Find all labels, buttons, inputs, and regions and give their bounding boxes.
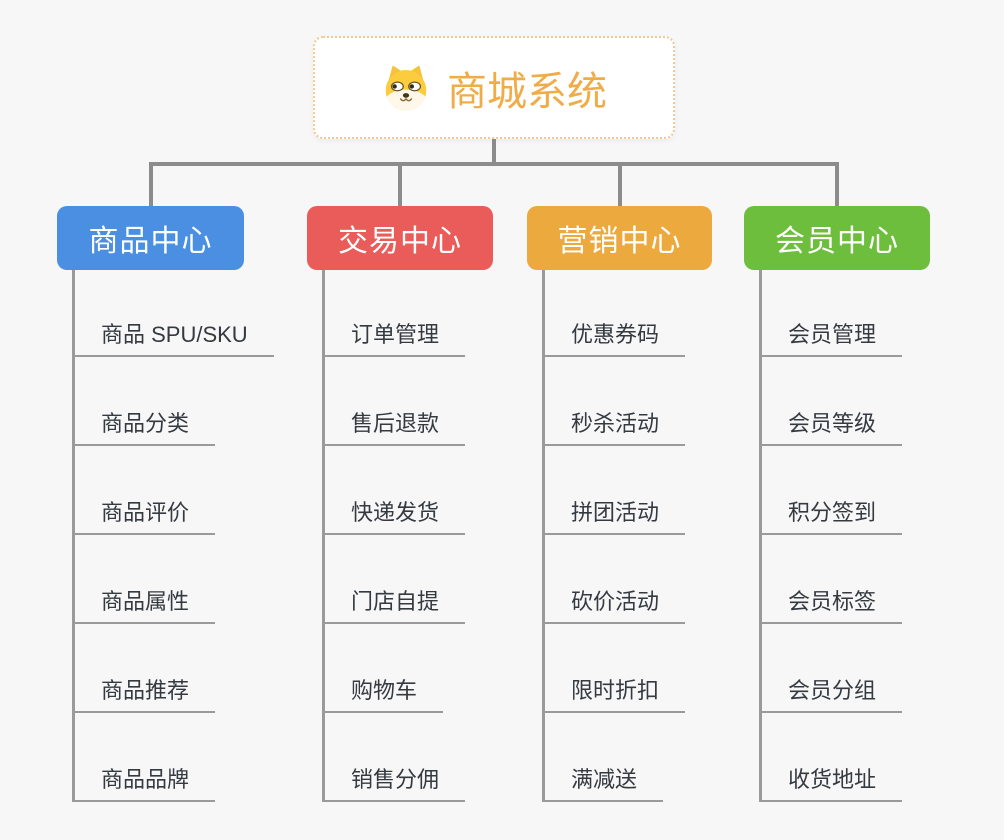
leaf-topic[interactable]: 拼团活动 <box>543 498 686 535</box>
leaf-topic[interactable]: 商品推荐 <box>73 676 216 713</box>
connector-child-trunk <box>72 270 75 802</box>
connector-bus <box>148 162 839 166</box>
connector-child-trunk <box>542 270 545 802</box>
leaf-topic[interactable]: 砍价活动 <box>543 587 686 624</box>
root-topic[interactable]: 商城系统 <box>313 36 675 139</box>
leaf-topic[interactable]: 会员标签 <box>760 587 903 624</box>
branch-topic[interactable]: 会员中心 <box>744 206 930 270</box>
connector-branch-drop <box>617 162 622 208</box>
connector-root-stub <box>492 139 496 166</box>
leaf-topic[interactable]: 门店自提 <box>323 587 466 624</box>
leaf-topic[interactable]: 满减送 <box>543 765 664 802</box>
leaf-topic[interactable]: 商品评价 <box>73 498 216 535</box>
leaf-topic[interactable]: 会员等级 <box>760 409 903 446</box>
branch-topic[interactable]: 交易中心 <box>307 206 493 270</box>
connector-branch-drop <box>835 162 839 208</box>
root-topic-title: 商城系统 <box>447 69 607 114</box>
leaf-topic[interactable]: 积分签到 <box>760 498 903 535</box>
connector-branch-drop <box>398 162 402 208</box>
leaf-topic[interactable]: 商品属性 <box>73 587 216 624</box>
leaf-topic[interactable]: 收货地址 <box>760 765 903 802</box>
branch-topic[interactable]: 商品中心 <box>57 206 244 270</box>
leaf-topic[interactable]: 秒杀活动 <box>543 409 686 446</box>
leaf-topic[interactable]: 会员分组 <box>760 676 903 713</box>
branch-topic[interactable]: 营销中心 <box>527 206 712 270</box>
leaf-topic[interactable]: 购物车 <box>323 676 444 713</box>
connector-child-trunk <box>759 270 762 802</box>
leaf-topic[interactable]: 商品品牌 <box>73 765 216 802</box>
connector-branch-drop <box>148 162 153 208</box>
leaf-topic[interactable]: 优惠券码 <box>543 320 686 357</box>
leaf-topic[interactable]: 商品分类 <box>73 409 216 446</box>
connector-child-trunk <box>322 270 325 802</box>
leaf-topic[interactable]: 订单管理 <box>323 320 466 357</box>
dog-face-icon <box>381 63 431 113</box>
leaf-topic[interactable]: 快递发货 <box>323 498 466 535</box>
leaf-topic[interactable]: 限时折扣 <box>543 676 686 713</box>
leaf-topic[interactable]: 销售分佣 <box>323 765 466 802</box>
leaf-topic[interactable]: 会员管理 <box>760 320 903 357</box>
leaf-topic[interactable]: 商品 SPU/SKU <box>73 320 274 357</box>
leaf-topic[interactable]: 售后退款 <box>323 409 466 446</box>
